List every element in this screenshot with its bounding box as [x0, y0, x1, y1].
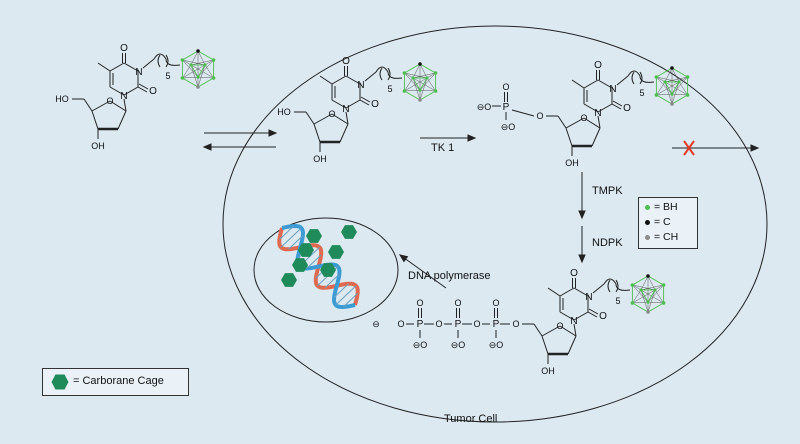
atom-label: N	[342, 104, 349, 115]
dna-base-pair	[324, 273, 340, 289]
carborane-hexagon	[292, 258, 308, 272]
atom-label: O	[599, 311, 607, 322]
tk1-arrow	[420, 134, 477, 142]
dna-base-pair	[288, 235, 304, 250]
atom-label: O	[570, 268, 578, 279]
element-legend: = BH = C = CH	[638, 197, 698, 249]
uptake-arrow	[204, 129, 278, 137]
atom-label: OH	[313, 154, 327, 164]
carborane-hexagon	[328, 245, 344, 259]
atom-label: P	[417, 319, 424, 330]
atom-label: O	[492, 298, 499, 308]
legend-bh: = BH	[645, 201, 678, 213]
dna-strand-blue	[281, 223, 356, 310]
atom-label: O	[149, 86, 157, 97]
atom-label: ⊖O	[451, 340, 466, 350]
blocked-arrow	[672, 144, 760, 152]
dna-base-pair	[333, 283, 349, 298]
atom-label: ⊖O	[501, 122, 516, 132]
tmpk-label: TMPK	[592, 185, 623, 197]
atom-label: P	[493, 319, 500, 330]
atom-label: O	[512, 319, 519, 329]
polymerase-arrow	[398, 254, 447, 289]
dna-base-pair	[342, 293, 358, 308]
tk1-label: TK 1	[431, 142, 455, 154]
atom-label: O	[371, 99, 379, 110]
atom-label: ⊖	[372, 319, 380, 329]
efflux-arrow	[202, 143, 276, 151]
atom-label: O	[580, 113, 587, 123]
dna-base-pair	[280, 227, 302, 248]
carborane-hexagon	[281, 273, 297, 287]
carborane-cage	[180, 49, 216, 89]
legend-ch: = CH	[645, 231, 678, 243]
atom-label: O	[120, 43, 128, 54]
repeat-subscript: 5	[639, 88, 644, 98]
atom-label: O	[342, 56, 350, 67]
atom-label: ⊖O	[489, 340, 504, 350]
atom-label: O	[397, 319, 404, 329]
atom-label: N	[357, 80, 364, 91]
atom-label: HO	[55, 94, 69, 104]
tumor-cell-label: Tumor Cell	[444, 413, 498, 425]
atom-label: N	[120, 91, 127, 102]
dna-base-pair	[335, 285, 357, 306]
atom-label: P	[503, 102, 510, 113]
tumor-cell-outline	[222, 25, 768, 423]
atom-label: OH	[565, 158, 579, 168]
ndpk-label: NDPK	[592, 237, 623, 249]
atom-label: ⊖O	[413, 340, 428, 350]
atom-label: O	[106, 96, 113, 106]
carborane-hexagon	[320, 263, 336, 277]
carborane-hexagon	[298, 243, 314, 257]
atom-label: O	[623, 103, 631, 114]
dna-helix	[277, 223, 360, 310]
carborane-hexagon	[306, 229, 322, 243]
atom-label: O	[556, 321, 563, 331]
atom-label: O	[416, 298, 423, 308]
carborane-cage	[402, 62, 438, 102]
atom-label: O	[328, 109, 335, 119]
atom-label: O	[473, 319, 480, 329]
legend-c: = C	[645, 216, 671, 228]
tmpk-arrow	[578, 172, 586, 220]
atom-label: O	[536, 111, 543, 121]
ndpk-arrow	[578, 226, 586, 264]
atom-label: OH	[541, 366, 555, 376]
atom-label: OH	[91, 141, 105, 151]
carborane-cage	[630, 274, 666, 314]
blocked-cross-mark	[683, 140, 695, 156]
atom-label: N	[570, 316, 577, 327]
atom-label: N	[585, 292, 592, 303]
dna-polymerase-label: DNA polymerase	[408, 270, 491, 282]
atom-label: O	[435, 319, 442, 329]
repeat-subscript: 5	[615, 296, 620, 306]
carborane-cage-label: = Carborane Cage	[73, 375, 164, 387]
atom-label: P	[455, 319, 462, 330]
repeat-subscript: 5	[387, 84, 392, 94]
atom-label: HO	[277, 107, 291, 117]
atom-label: N	[594, 108, 601, 119]
atom-label: N	[135, 67, 142, 78]
atom-label: ⊖O	[477, 102, 492, 112]
carborane-cage	[654, 66, 690, 106]
carborane-hexagon	[341, 225, 357, 239]
dna-base-pair	[306, 254, 322, 269]
dna-base-pair	[279, 225, 295, 240]
atom-label: O	[502, 82, 509, 92]
repeat-subscript: 5	[165, 71, 170, 81]
atom-label: N	[609, 84, 616, 95]
atom-label: O	[594, 60, 602, 71]
carborane-hexagon-icon	[51, 374, 69, 390]
atom-label: O	[454, 298, 461, 308]
arrows	[202, 129, 760, 289]
carborane-cage-legend: = Carborane Cage	[42, 368, 189, 396]
nucleus-outline	[253, 217, 399, 323]
